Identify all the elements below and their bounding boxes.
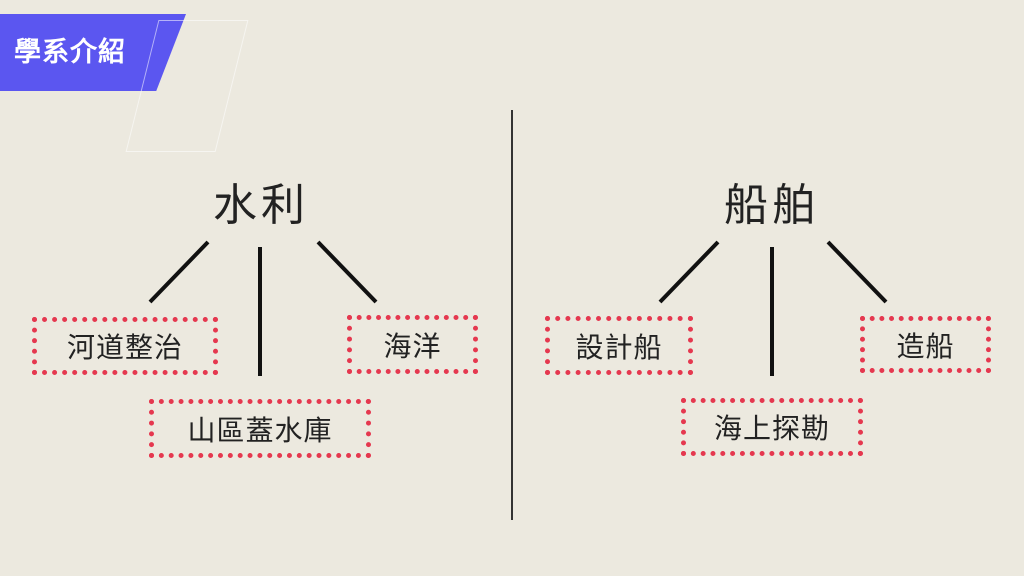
connector-left-3 bbox=[316, 240, 378, 304]
center-divider bbox=[511, 110, 513, 520]
right-child-box-1: 設計船 bbox=[545, 316, 693, 375]
right-child-box-2: 海上探勘 bbox=[681, 398, 863, 456]
connector-left-1 bbox=[148, 240, 210, 304]
left-group-title: 水利 bbox=[213, 180, 309, 231]
right-group-title: 船舶 bbox=[724, 180, 820, 231]
section-banner: 學系介紹 bbox=[0, 14, 186, 91]
connector-right-3 bbox=[826, 240, 888, 304]
connector-right-1 bbox=[658, 240, 720, 304]
left-child-box-2: 山區蓋水庫 bbox=[149, 399, 371, 458]
banner-title: 學系介紹 bbox=[14, 37, 126, 68]
left-child-box-3: 海洋 bbox=[347, 315, 478, 374]
right-child-box-3: 造船 bbox=[860, 316, 991, 373]
left-child-box-1: 河道整治 bbox=[32, 317, 218, 375]
